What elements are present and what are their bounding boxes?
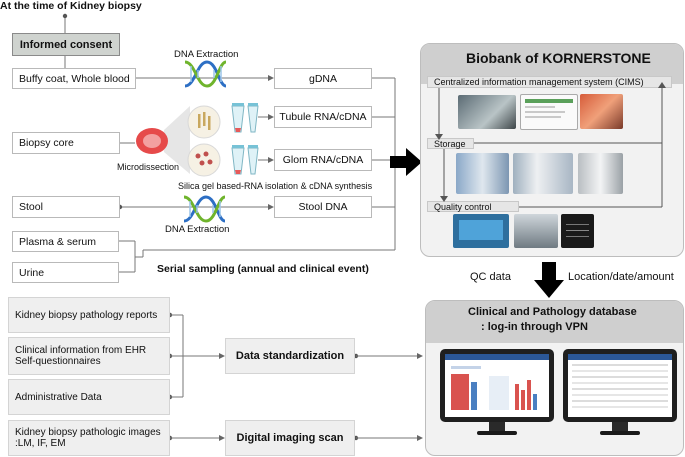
cims-photo-samples bbox=[580, 94, 623, 129]
location-date-amount-label: Location/date/amount bbox=[568, 271, 674, 283]
storage-photo-room bbox=[456, 153, 509, 194]
storage-photo-tanks bbox=[578, 153, 623, 194]
urine-box: Urine bbox=[12, 262, 119, 283]
administrative-data-box: Administrative Data bbox=[8, 379, 170, 415]
gdna-box: gDNA bbox=[274, 68, 372, 89]
monitor-left-base bbox=[477, 431, 517, 435]
cims-bar: Centralized information management syste… bbox=[427, 76, 672, 88]
biobank-flow-lines bbox=[435, 82, 666, 208]
quality-control-bar: Quality control bbox=[427, 201, 519, 212]
monitor-right-base bbox=[600, 431, 640, 435]
pathology-reports-box: Kidney biopsy pathology reports bbox=[8, 297, 170, 333]
qc-photo-gel bbox=[561, 214, 594, 248]
qc-data-label: QC data bbox=[470, 271, 511, 283]
arrow-down-icon bbox=[534, 262, 564, 298]
silica-gel-label: Silica gel based-RNA isolation & cDNA sy… bbox=[178, 181, 373, 191]
storage-photo-freezers bbox=[513, 153, 573, 194]
microdissection-label: Microdissection bbox=[117, 162, 180, 172]
clinical-info-box: Clinical information from EHR Self-quest… bbox=[8, 337, 170, 375]
pathologic-images-box: Kidney biopsy pathologic images :LM, IF,… bbox=[8, 420, 170, 456]
database-header bbox=[426, 301, 683, 343]
dna-extraction-top-label: DNA Extraction bbox=[174, 49, 239, 60]
dna-extraction-bottom-label: DNA Extraction bbox=[165, 224, 230, 235]
monitor-left-stand bbox=[489, 422, 505, 432]
stool-box: Stool bbox=[12, 196, 120, 218]
plasma-serum-box: Plasma & serum bbox=[12, 231, 119, 252]
tubule-rna-box: Tubule RNA/cDNA bbox=[274, 106, 372, 128]
pathologic-images-line2: :LM, IF, EM bbox=[15, 438, 66, 449]
database-title-line1: Clinical and Pathology database bbox=[468, 306, 637, 318]
storage-bar: Storage bbox=[427, 138, 474, 149]
clinical-info-line2: Self-questionnaires bbox=[15, 356, 101, 367]
database-title-line2: : log-in through VPN bbox=[481, 321, 588, 333]
qc-photo-instrument bbox=[453, 214, 509, 248]
qc-photo-device bbox=[514, 214, 558, 248]
cims-photo-equipment bbox=[458, 95, 516, 129]
arrow-right-icon bbox=[390, 148, 422, 176]
monitor-left bbox=[440, 349, 554, 422]
glom-rna-box: Glom RNA/cDNA bbox=[274, 149, 372, 171]
buffy-coat-box: Buffy coat, Whole blood bbox=[12, 68, 136, 89]
pathologic-images-line1: Kidney biopsy pathologic images bbox=[15, 427, 161, 438]
serial-sampling-label: Serial sampling (annual and clinical eve… bbox=[157, 263, 369, 275]
biobank-title: Biobank of KORNERSTONE bbox=[466, 50, 651, 66]
informed-consent-box: Informed consent bbox=[12, 33, 120, 56]
dna-helix-icon bbox=[183, 195, 226, 223]
monitor-right-stand bbox=[612, 422, 628, 432]
cims-photo-screen bbox=[520, 94, 578, 130]
biopsy-core-box: Biopsy core bbox=[12, 132, 120, 154]
top-label: At the time of Kidney biopsy bbox=[0, 0, 142, 12]
dna-helix-icon bbox=[184, 60, 227, 88]
digital-imaging-box: Digital imaging scan bbox=[225, 420, 355, 456]
microdissection-illustration bbox=[136, 103, 259, 177]
stool-dna-box: Stool DNA bbox=[274, 196, 372, 218]
clinical-info-line1: Clinical information from EHR bbox=[15, 345, 147, 356]
data-standardization-box: Data standardization bbox=[225, 338, 355, 374]
monitor-right bbox=[563, 349, 677, 422]
